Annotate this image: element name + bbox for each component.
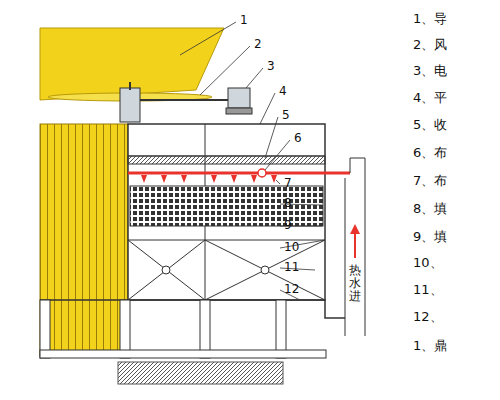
legend-item: 5、收 <box>413 118 447 132</box>
legend-item: 8、填 <box>413 202 447 216</box>
callout-number: 6 <box>294 132 302 145</box>
callout-number: 9 <box>284 219 292 232</box>
legend-item: 11、 <box>413 283 443 297</box>
callout-number: 12 <box>284 283 299 296</box>
callout-number: 1 <box>240 14 248 27</box>
callout-number: 8 <box>284 197 292 210</box>
callout-number: 11 <box>284 261 299 274</box>
callout-number: 7 <box>284 177 292 190</box>
legend-item: 9、填 <box>413 230 447 244</box>
flow-label: 热水进 <box>349 264 361 304</box>
callout-number: 3 <box>267 60 275 73</box>
legend-item: 1、鼎 <box>413 339 447 353</box>
callout-number: 10 <box>284 241 299 254</box>
legend-item: 3、电 <box>413 64 447 78</box>
legend-item: 10、 <box>413 256 443 270</box>
callout-number: 2 <box>254 38 262 51</box>
legend-item: 12、 <box>413 310 443 324</box>
callout-number: 5 <box>282 109 290 122</box>
legend-item: 6、布 <box>413 146 447 160</box>
callout-number: 4 <box>279 85 287 98</box>
legend-item: 2、风 <box>413 38 447 52</box>
legend-item: 7、布 <box>413 174 447 188</box>
legend-item: 1、导 <box>413 12 447 26</box>
legend-item: 4、平 <box>413 91 447 105</box>
